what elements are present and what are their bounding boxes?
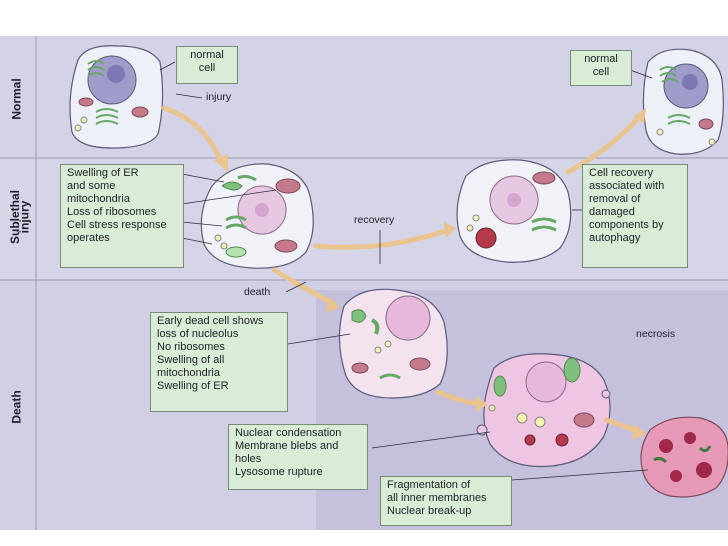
box-line: holes xyxy=(235,453,262,465)
normal-cell-right xyxy=(642,48,724,155)
box-line: Loss of ribosomes xyxy=(67,206,157,218)
arrowhead-to-normal xyxy=(634,108,646,124)
leader-sublethal-1 xyxy=(181,173,225,183)
arrowhead-death xyxy=(326,296,340,312)
box-line: normal xyxy=(190,49,224,61)
box-cell-recovery: Cell recovery associated with removal of… xyxy=(582,164,688,268)
box-line: Swelling of ER xyxy=(67,167,139,179)
leader-death xyxy=(285,281,307,293)
box-line: autophagy xyxy=(589,232,641,244)
box-line: No ribosomes xyxy=(157,341,225,353)
box-nuclear-condensation: Nuclear condensation Membrane blebs and … xyxy=(228,424,368,490)
box-line: and some xyxy=(67,180,116,192)
box-line: mitochondria xyxy=(67,193,130,205)
box-normal-cell-left: normal cell xyxy=(176,46,238,84)
box-line: Cell stress response xyxy=(67,219,167,231)
box-line: Early dead cell shows xyxy=(157,315,264,327)
box-fragmentation: Fragmentation of all inner membranes Nuc… xyxy=(380,476,512,526)
label-recovery: recovery xyxy=(354,214,395,226)
normal-cell-left xyxy=(69,45,164,149)
leader-sublethal-4 xyxy=(181,237,213,245)
box-line: damaged xyxy=(589,206,635,218)
box-line: Lysosome rupture xyxy=(235,466,323,478)
box-early-dead-cell: Early dead cell shows loss of nucleolus … xyxy=(150,312,288,412)
recovery-cell xyxy=(456,159,572,263)
leader-normal-left xyxy=(159,61,176,71)
necrotic-cell xyxy=(476,353,611,468)
leader-nuclear xyxy=(371,431,491,449)
fragmented-cell xyxy=(640,416,728,498)
box-line: mitochondria xyxy=(157,367,220,379)
leader-sublethal-2 xyxy=(181,189,277,205)
label-necrosis: necrosis xyxy=(636,328,676,340)
box-normal-cell-right: normal cell xyxy=(570,50,632,86)
box-line: all inner membranes xyxy=(387,492,487,504)
arrowhead-recovery xyxy=(444,222,456,238)
box-line: Nuclear condensation xyxy=(235,427,342,439)
leader-sublethal-3 xyxy=(181,221,223,227)
label-death: death xyxy=(244,286,271,298)
box-line: loss of nucleolus xyxy=(157,328,239,340)
box-line: Cell recovery xyxy=(589,167,654,179)
row-label-death: Death xyxy=(9,390,24,424)
box-line: removal of xyxy=(589,193,641,205)
box-line: Swelling of all xyxy=(157,354,225,366)
box-line: operates xyxy=(67,232,110,244)
box-sublethal-changes: Swelling of ER and some mitochondria Los… xyxy=(60,164,184,268)
row-label-sublethal-2: injury xyxy=(17,200,32,234)
arrow-recovery xyxy=(313,227,451,250)
box-line: Fragmentation of xyxy=(387,479,471,491)
box-line: Swelling of ER xyxy=(157,380,229,392)
box-line: normal xyxy=(584,53,618,65)
arrowhead-injury xyxy=(214,154,228,172)
arrow-to-normal xyxy=(565,113,643,175)
box-line: components by xyxy=(589,219,664,231)
label-injury: injury xyxy=(206,91,232,103)
row-label-normal: Normal xyxy=(9,78,24,120)
arrowhead-necrosis xyxy=(476,396,488,412)
arrow-injury xyxy=(161,105,225,167)
leader-early-dead xyxy=(287,333,351,345)
sublethal-cell xyxy=(200,163,314,269)
box-line: cell xyxy=(198,62,216,74)
box-line: Nuclear break-up xyxy=(387,505,472,517)
box-line: Membrane blebs and xyxy=(235,440,339,452)
leader-normal-right xyxy=(629,69,653,79)
leader-injury xyxy=(175,93,203,99)
box-line: cell xyxy=(592,66,610,78)
leader-fragmentation xyxy=(511,469,649,481)
early-dead-cell xyxy=(338,288,448,399)
arrowheads xyxy=(214,108,646,440)
box-line: associated with xyxy=(589,180,665,192)
leader-lines xyxy=(159,61,653,481)
arrowhead-fragmentation xyxy=(632,424,646,440)
